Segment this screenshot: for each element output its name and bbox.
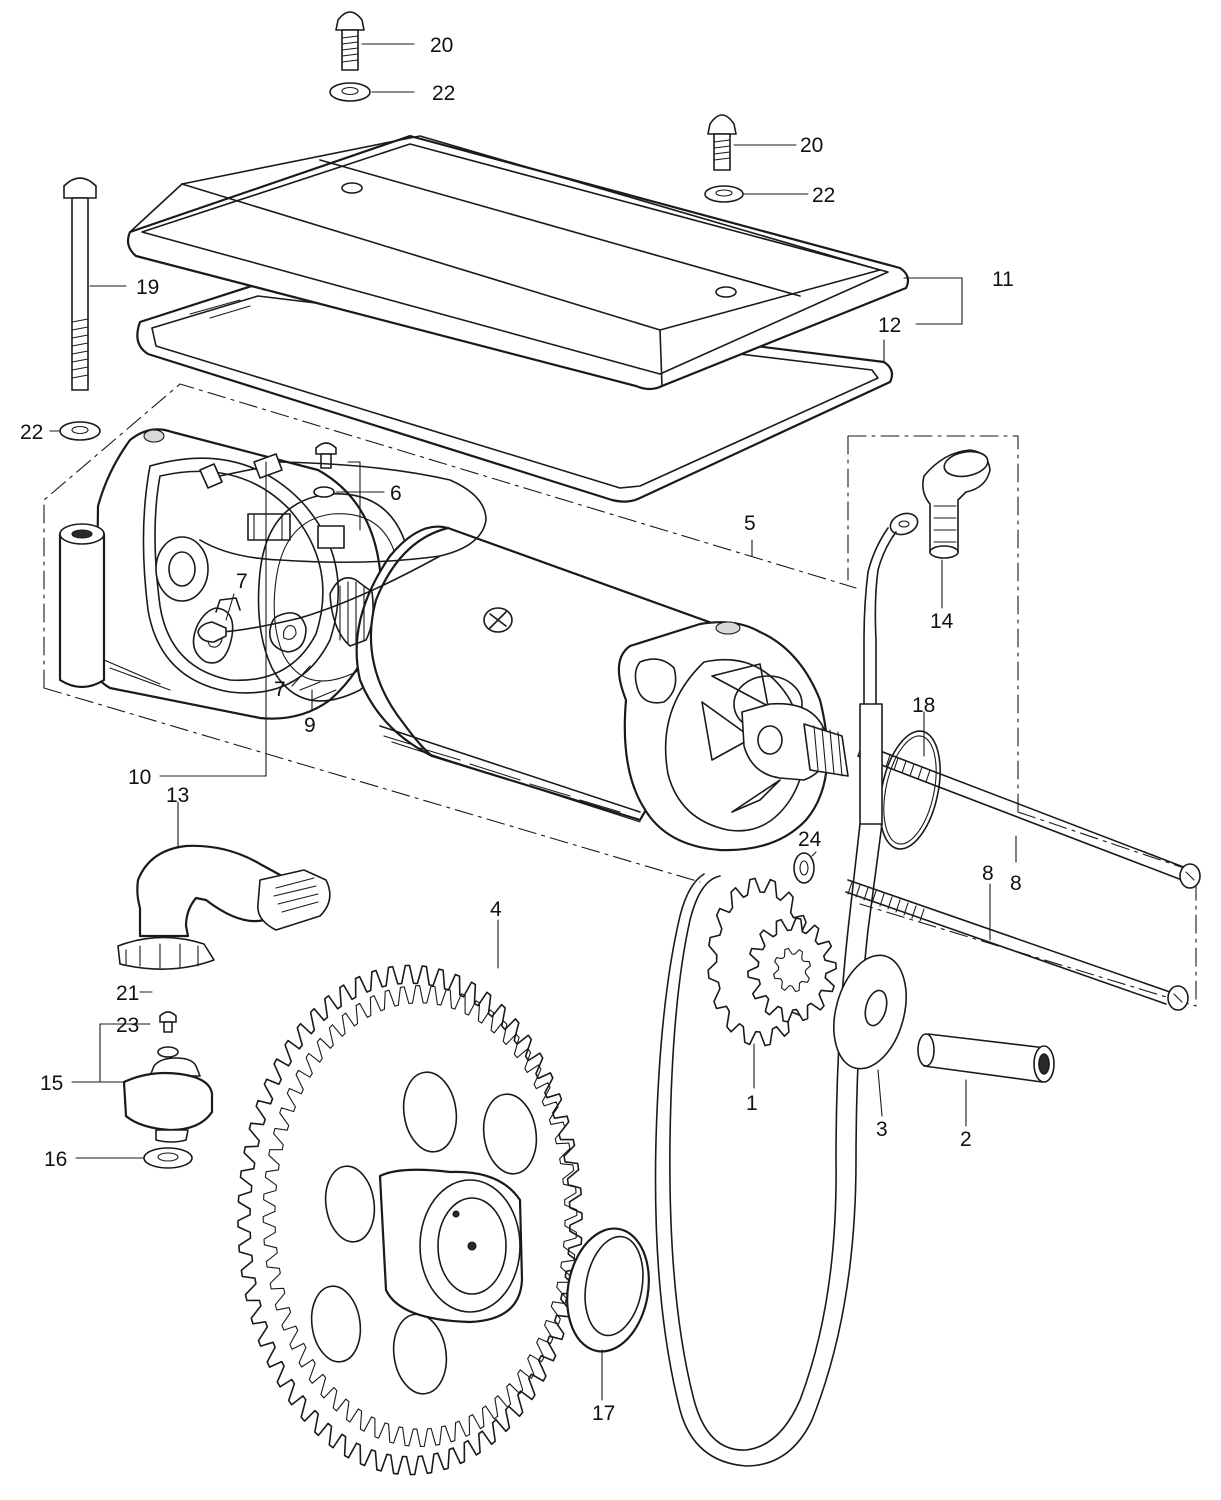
callout-4: 4 bbox=[490, 898, 502, 921]
starter-end-cap bbox=[58, 428, 382, 720]
callout-3: 3 bbox=[876, 1118, 888, 1141]
callout-5: 5 bbox=[744, 512, 756, 535]
callout-20-right: 20 bbox=[800, 134, 823, 157]
washer-22-left bbox=[59, 421, 101, 441]
callout-19: 19 bbox=[136, 276, 159, 299]
leader-lines bbox=[49, 43, 1017, 1401]
callout-9: 9 bbox=[304, 714, 316, 737]
pinion-gear-1 bbox=[707, 877, 837, 1047]
callout-22-top: 22 bbox=[432, 82, 455, 105]
callout-20-top: 20 bbox=[430, 34, 453, 57]
callout-17: 17 bbox=[592, 1402, 615, 1425]
washer-23 bbox=[157, 1046, 179, 1058]
callout-7-lower: 7 bbox=[274, 678, 286, 701]
bolt-20-right bbox=[707, 114, 737, 171]
callout-18: 18 bbox=[912, 694, 935, 717]
callout-22-left: 22 bbox=[20, 421, 43, 444]
starter-driven-gear-4-detail bbox=[310, 1071, 538, 1395]
callout-11: 11 bbox=[992, 268, 1014, 291]
washer-22-top bbox=[329, 82, 371, 102]
callout-24: 24 bbox=[798, 828, 822, 851]
sleeve-2 bbox=[917, 1033, 1055, 1083]
ring-17 bbox=[566, 1227, 650, 1353]
callout-6: 6 bbox=[390, 482, 402, 505]
washer-16 bbox=[143, 1147, 193, 1169]
washer-22-right bbox=[704, 185, 744, 203]
screw-6 bbox=[313, 442, 337, 498]
switch-15 bbox=[122, 1057, 214, 1143]
cable-terminal-wire bbox=[654, 512, 919, 1467]
long-bolt-19 bbox=[63, 177, 97, 391]
plug-cap-13 bbox=[117, 844, 331, 970]
thrust-washer-3 bbox=[833, 954, 907, 1070]
harness-10 bbox=[197, 453, 487, 643]
callout-2: 2 bbox=[960, 1128, 972, 1151]
callout-13: 13 bbox=[166, 784, 189, 807]
bolt-20-top bbox=[335, 11, 365, 71]
callout-21: 21 bbox=[116, 982, 139, 1005]
callout-8-right: 8 bbox=[1010, 872, 1022, 895]
spring-7-a bbox=[215, 597, 241, 613]
callout-22-right: 22 bbox=[812, 184, 835, 207]
front-flange bbox=[617, 621, 849, 852]
callout-8-left: 8 bbox=[982, 862, 994, 885]
callout-23: 23 bbox=[116, 1014, 139, 1037]
callout-16: 16 bbox=[44, 1148, 67, 1171]
callout-labels: 20 22 20 22 19 22 11 12 6 5 14 18 24 8 8… bbox=[20, 34, 1022, 1425]
long-bolt-8-lower bbox=[845, 879, 1189, 1011]
cover-11 bbox=[126, 134, 910, 391]
callout-7-upper: 7 bbox=[236, 570, 248, 593]
callout-15: 15 bbox=[40, 1072, 63, 1095]
callout-14: 14 bbox=[930, 610, 954, 633]
callout-12: 12 bbox=[878, 314, 901, 337]
boot-14 bbox=[922, 449, 991, 559]
screw-21 bbox=[159, 1011, 177, 1033]
callout-10: 10 bbox=[128, 766, 151, 789]
callout-1: 1 bbox=[746, 1092, 758, 1115]
washer-24 bbox=[793, 852, 815, 884]
